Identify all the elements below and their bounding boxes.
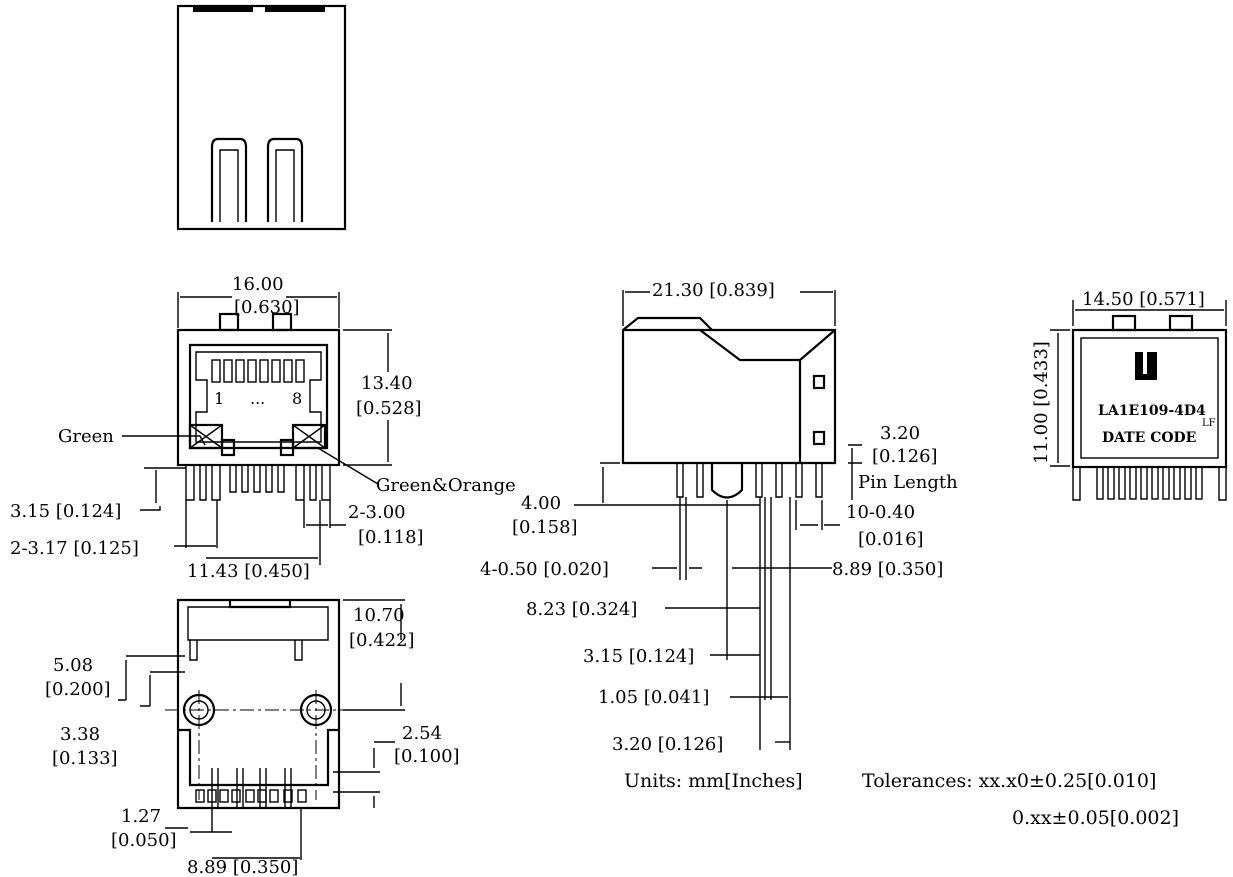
fp-254-inch-label: [0.100] [394,746,460,767]
front-port-view [176,4,347,231]
part-suffix-label: LF [1202,418,1216,429]
side-length-label: 21.30 [0.839] [652,280,775,301]
pin-range-end: 8 [292,389,302,408]
led-pin-span-label: 11.43 [0.450] [187,561,310,582]
led-right-label: Green&Orange [376,475,516,496]
tolerance-note-2: 0.xx±0.05[0.002] [1012,807,1179,829]
dim-105-label: 1.05 [0.041] [598,687,709,708]
fp-height-label: 10.70 [353,605,405,626]
front-elevation-view [122,292,392,565]
fp-254-label: 2.54 [402,723,442,744]
top-marking-view [1050,300,1228,501]
dim-320-label: 3.20 [0.126] [612,734,723,755]
fp-338-inch-label: [0.133] [52,748,118,769]
front-height-label: 13.40 [361,373,413,394]
fp-height-inch-label: [0.422] [349,630,415,651]
led-left-label: Green [58,426,114,447]
post-dia-label: 4-0.50 [0.020] [480,559,609,580]
pin-length-value: 3.20 [880,423,920,444]
side-elevation-view [574,290,862,750]
fp-889-label: 8.89 [0.350] [187,857,298,877]
top-width-label: 14.50 [0.571] [1082,289,1205,310]
units-note: Units: mm[Inches] [624,770,803,792]
fp-127-inch-label: [0.050] [111,830,177,851]
led-pin-dia-inch-label: [0.118] [358,527,424,548]
front-height-inch-label: [0.528] [356,398,422,419]
dim-823-label: 8.23 [0.324] [526,599,637,620]
front-width-label: 16.00 [232,274,284,295]
standoff-inch-label: [0.158] [512,517,578,538]
fp-508-inch-label: [0.200] [45,679,111,700]
part-number-label: LA1E109-4D4 [1098,403,1206,419]
pin-length-label: Pin Length [858,472,958,493]
pin-range-dots: ... [250,389,265,408]
pin-length-inch: [0.126] [872,446,938,467]
fp-508-label: 5.08 [53,655,93,676]
front-width-inch-label: [0.630] [234,297,300,318]
signal-pin-dia-inch-label: [0.016] [858,529,924,550]
fp-338-label: 3.38 [60,724,100,745]
pin-range-start: 1 [214,389,224,408]
pin-offset-label: 3.15 [0.124] [10,501,121,522]
signal-pin-dia-label: 10-0.40 [846,502,915,523]
dim-315-label: 3.15 [0.124] [583,646,694,667]
tolerance-note-1: Tolerances: xx.x0±0.25[0.010] [862,770,1156,792]
date-code-label: DATE CODE [1102,430,1196,446]
pcb-footprint-view [118,598,405,860]
standoff-label: 4.00 [521,493,561,514]
fp-127-label: 1.27 [121,806,161,827]
top-height-label: 11.00 [0.433] [1031,341,1052,464]
led-pin-dia-label: 2-3.00 [348,502,406,523]
span-889-label: 8.89 [0.350] [832,559,943,580]
led-pin-pitch-label: 2-3.17 [0.125] [10,538,139,559]
brand-logo [1135,352,1157,380]
